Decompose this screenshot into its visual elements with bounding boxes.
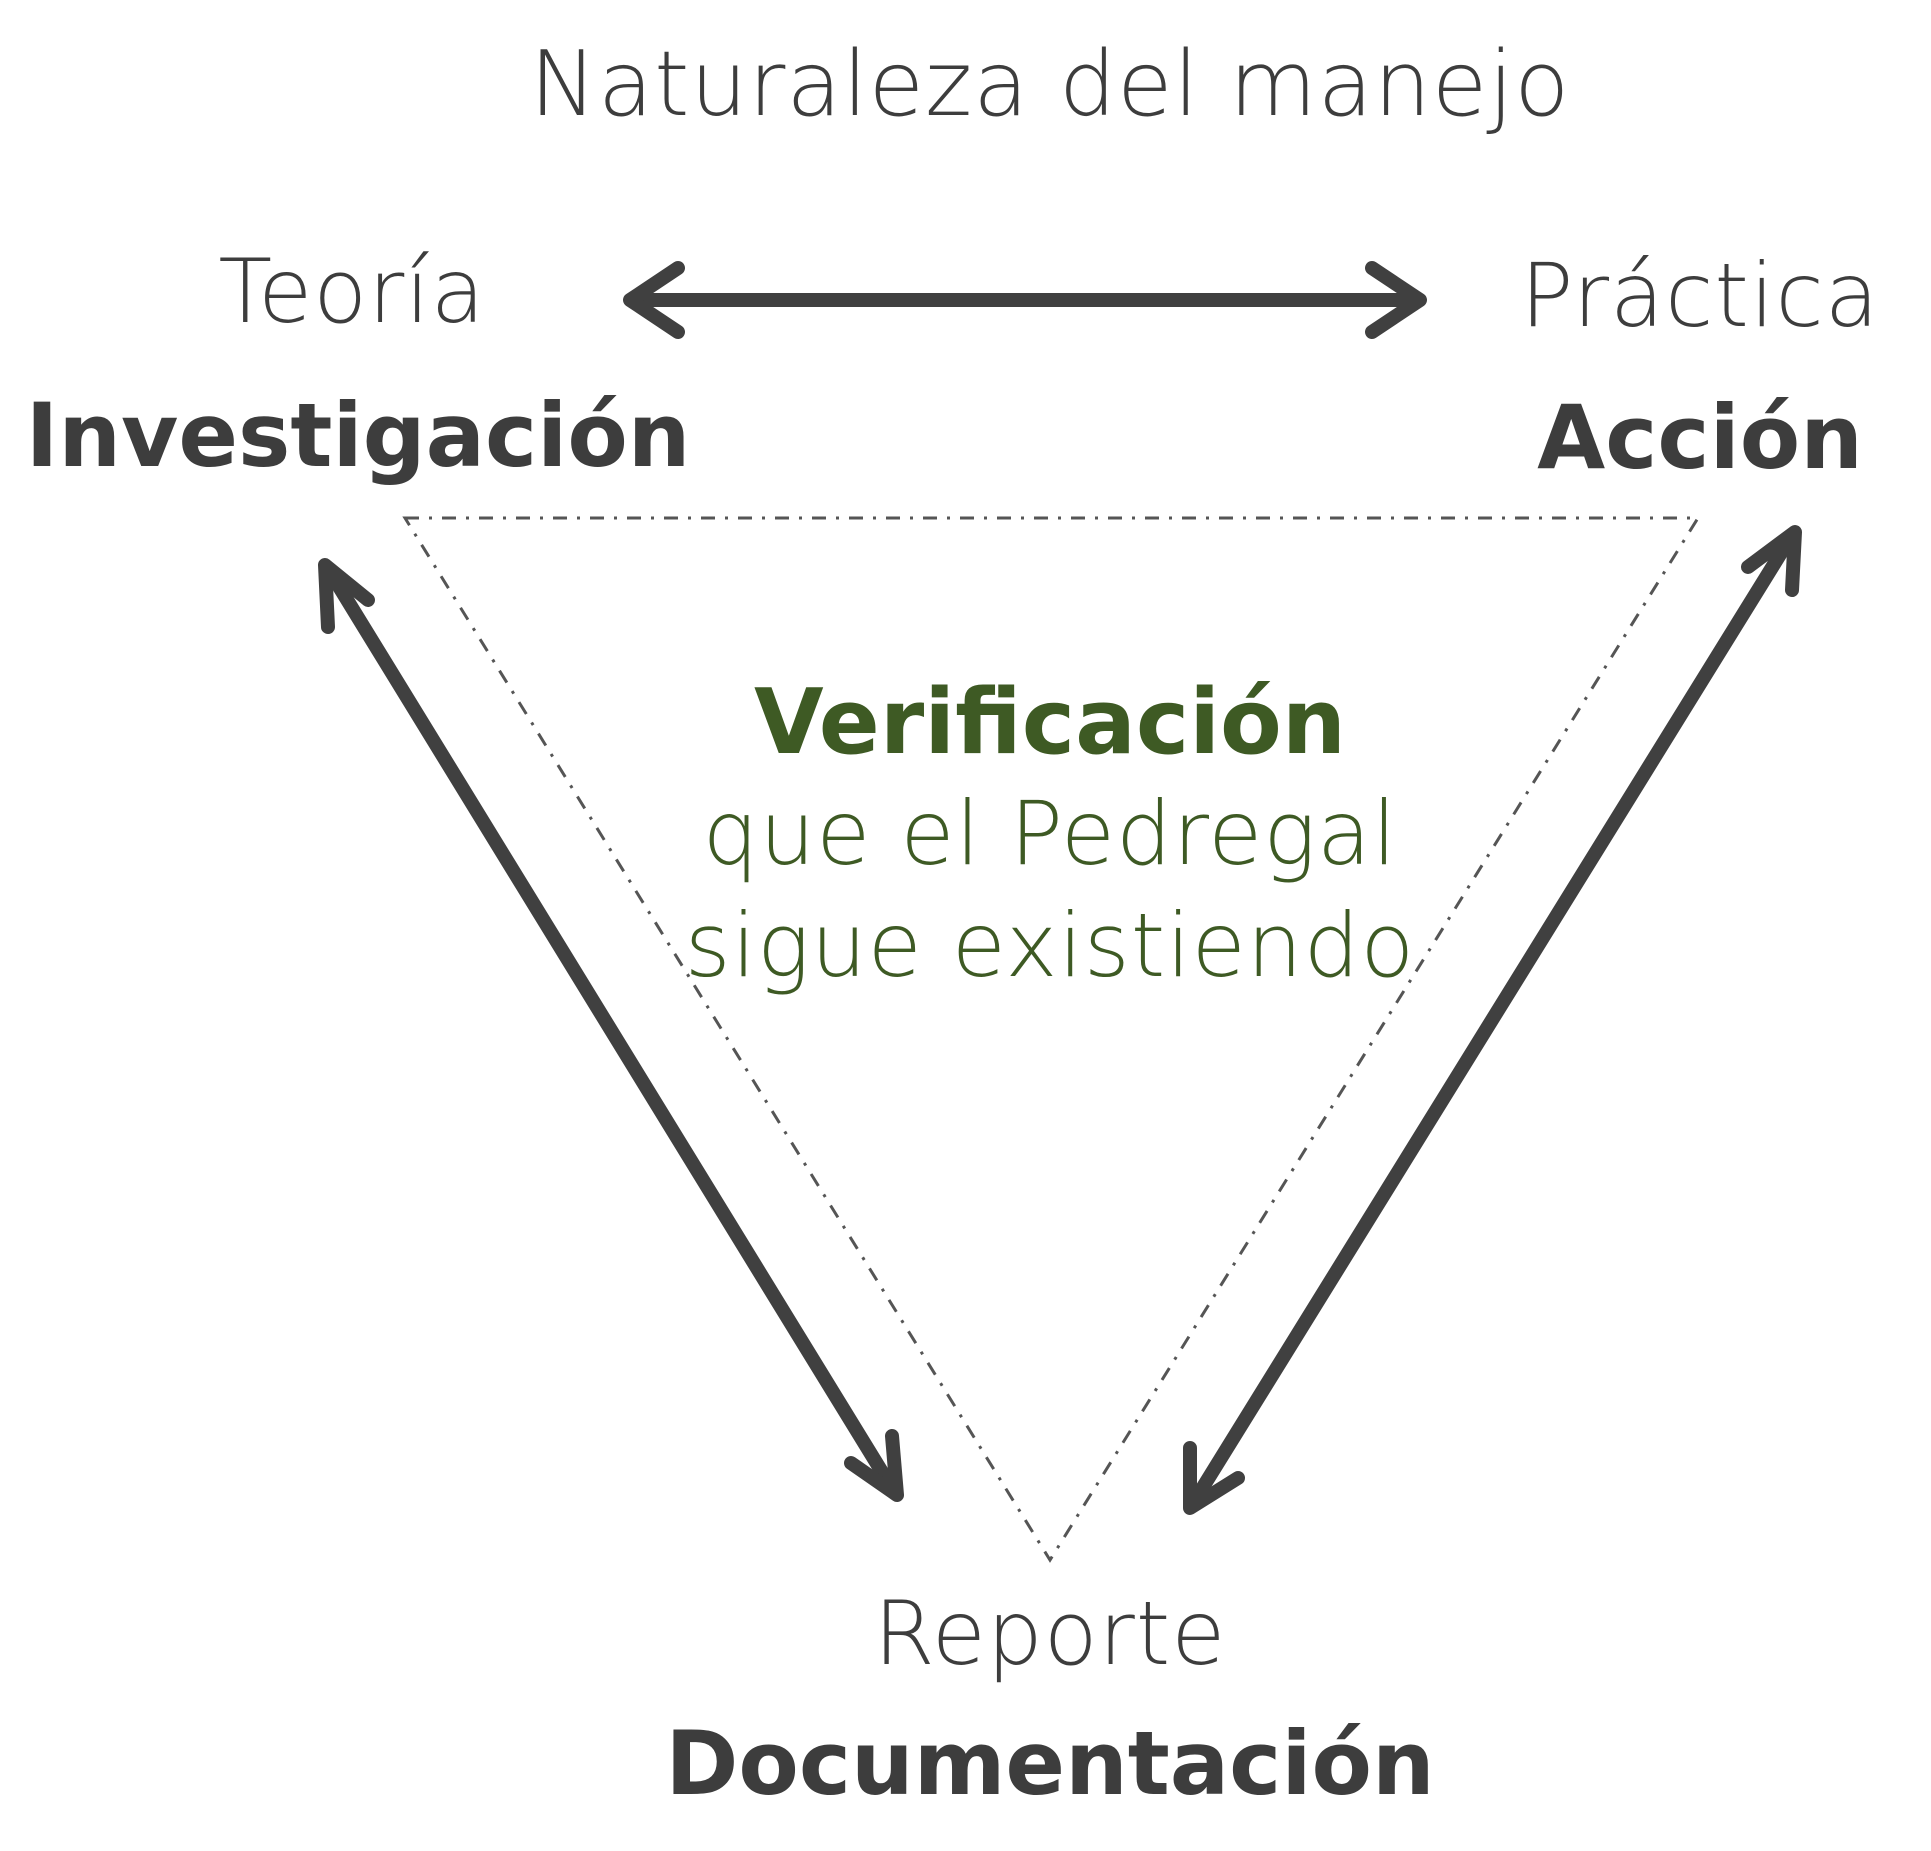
node-left-top-label: Teoría <box>218 240 486 343</box>
node-bottom-top-label: Reporte <box>873 1582 1227 1685</box>
center-heading: Verificación <box>754 670 1346 775</box>
node-right-top-label: Práctica <box>1520 244 1880 347</box>
center-line-1: que el Pedregal <box>702 782 1398 885</box>
node-right-bottom-label: Acción <box>1537 386 1863 489</box>
node-left-bottom-label: Investigación <box>25 384 691 487</box>
diagram-title: Naturaleza del manejo <box>529 32 1571 137</box>
dotted-triangle <box>402 516 1701 1563</box>
double-headed-arrow-icon <box>1183 525 1802 1515</box>
double-headed-arrow-icon <box>318 558 904 1502</box>
double-headed-arrow-icon <box>623 261 1427 339</box>
node-bottom-bottom-label: Documentación <box>665 1712 1435 1815</box>
center-line-2: sigue existiendo <box>684 894 1416 997</box>
